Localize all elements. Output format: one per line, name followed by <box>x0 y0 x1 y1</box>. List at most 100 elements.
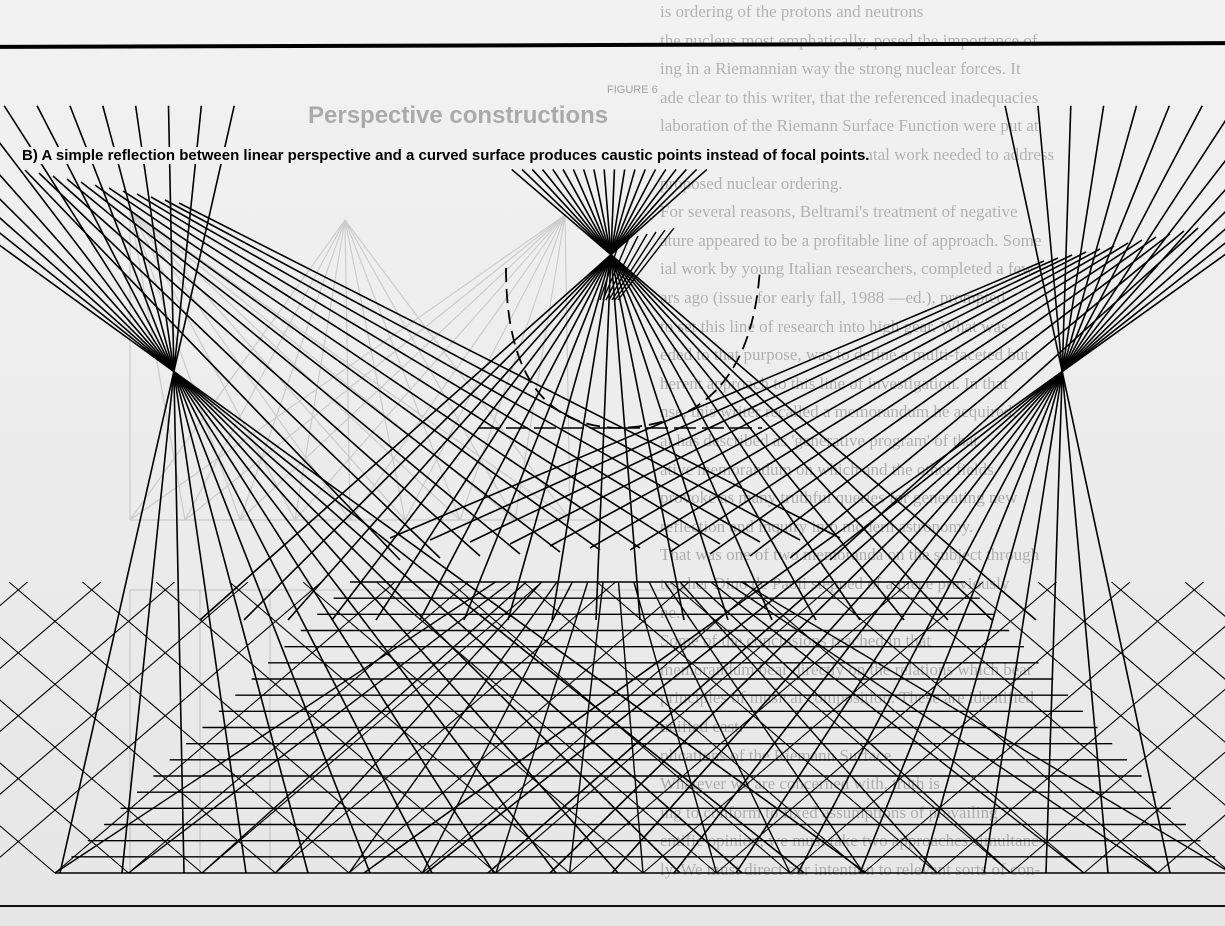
grid-diagonal-line <box>376 581 717 874</box>
cusp-tip-ray <box>602 237 630 301</box>
right-caustic-ray <box>983 105 1105 874</box>
upper-right-ray <box>549 248 1101 547</box>
left-caustic-ray <box>0 216 743 874</box>
grid-diagonal-line <box>716 581 1057 874</box>
central-cusp-ray <box>593 169 685 621</box>
grid-diagonal-line <box>128 581 469 874</box>
central-cusp-ray <box>287 168 687 621</box>
dashed-reflecting-curve <box>505 267 761 429</box>
grid-converging-line <box>495 581 589 874</box>
left-caustic-ray <box>102 105 309 874</box>
grid-diagonal-line <box>523 581 864 874</box>
central-cusp-ray <box>463 169 646 621</box>
left-caustic-ray <box>167 105 185 874</box>
upper-right-ray <box>789 230 1185 559</box>
upper-right-ray <box>469 254 1073 543</box>
central-cusp-ray <box>331 168 677 621</box>
upper-right-ray <box>749 233 1171 557</box>
grid-diagonal-line <box>1111 581 1225 680</box>
grid-diagonal-line <box>0 581 102 670</box>
grid-diagonal-line <box>422 581 763 874</box>
upper-left-ray <box>66 178 521 555</box>
ghost-line <box>349 214 566 521</box>
left-caustic-ray <box>0 198 681 874</box>
upper-right-ray <box>589 245 1115 549</box>
upper-left-ray <box>136 193 721 545</box>
grid-diagonal-line <box>936 625 1225 874</box>
ghost-line <box>294 219 346 521</box>
grid-diagonal-line <box>1037 581 1225 743</box>
upper-right-ray <box>629 242 1129 551</box>
grid-converging-line <box>710 581 1085 874</box>
central-cusp-ray <box>531 168 949 621</box>
right-caustic-ray <box>859 105 1171 874</box>
grid-diagonal-line <box>1010 688 1225 874</box>
grid-diagonal-line <box>789 581 1131 874</box>
grid-converging-line <box>274 581 543 874</box>
upper-left-ray <box>38 172 441 559</box>
central-cusp-ray <box>552 168 861 621</box>
left-caustic-ray <box>0 142 557 874</box>
grid-converging-line <box>348 581 558 874</box>
grid-converging-line <box>633 581 718 874</box>
central-cusp-ray <box>562 169 817 621</box>
grid-diagonal-line <box>82 581 423 874</box>
upper-left-ray <box>150 196 761 543</box>
grid-converging-line <box>617 581 644 874</box>
left-caustic-ray <box>121 105 203 874</box>
grid-diagonal-line <box>569 581 910 874</box>
grid-diagonal-line <box>0 636 276 874</box>
grid-diagonal-line <box>0 762 129 874</box>
central-cusp-ray <box>541 168 905 621</box>
central-cusp-ray <box>199 168 708 621</box>
ghost-line <box>239 214 566 521</box>
upper-right-ray <box>509 251 1087 545</box>
grid-diagonal-line <box>302 581 644 874</box>
ghost-line <box>129 209 406 521</box>
left-caustic-ray <box>69 105 371 874</box>
grid-diagonal-line <box>890 581 1225 869</box>
upper-right-ray <box>389 260 1045 539</box>
upper-left-ray <box>24 169 401 561</box>
ghost-line <box>344 219 351 521</box>
upper-right-ray <box>709 236 1157 555</box>
ghost-line <box>459 214 566 521</box>
grid-diagonal-line <box>0 581 322 858</box>
grid-diagonal-line <box>1083 751 1225 874</box>
left-caustic-ray <box>59 105 236 874</box>
left-caustic-ray <box>0 174 619 874</box>
grid-diagonal-line <box>863 581 1204 874</box>
right-caustic-ray <box>549 211 1225 874</box>
right-caustic-ray <box>921 105 1138 874</box>
right-caustic-ray <box>673 159 1225 874</box>
grid-converging-line <box>664 581 865 874</box>
bottom-rule <box>0 905 1225 907</box>
grid-converging-line <box>679 581 938 874</box>
right-caustic-ray <box>1045 105 1072 874</box>
grid-diagonal-line <box>8 581 350 874</box>
grid-converging-line <box>421 581 573 874</box>
grid-diagonal-line <box>348 581 690 874</box>
ghost-line <box>239 219 346 521</box>
central-cusp-ray <box>375 169 667 621</box>
grid-diagonal-line <box>743 581 1085 874</box>
central-cusp-ray <box>507 169 636 621</box>
right-caustic-ray <box>735 119 1225 874</box>
grid-diagonal-line <box>155 581 497 874</box>
grid-converging-line <box>741 581 1225 871</box>
cusp-tip-ray <box>617 227 675 301</box>
right-caustic-ray <box>611 189 1225 874</box>
cusp-tip-ray <box>608 233 648 301</box>
upper-left-ray <box>164 199 801 541</box>
upper-left-ray <box>108 187 641 549</box>
right-caustic-ray <box>797 105 1203 874</box>
right-caustic-ray <box>1004 105 1171 874</box>
figure-title: Perspective constructions <box>308 102 609 129</box>
upper-left-ray <box>52 175 481 557</box>
left-caustic-ray <box>134 105 247 874</box>
grid-diagonal-line <box>670 581 1011 874</box>
central-cusp-ray <box>603 169 641 621</box>
figure-label: FIGURE 6 <box>607 84 658 96</box>
left-caustic-ray <box>36 105 433 874</box>
